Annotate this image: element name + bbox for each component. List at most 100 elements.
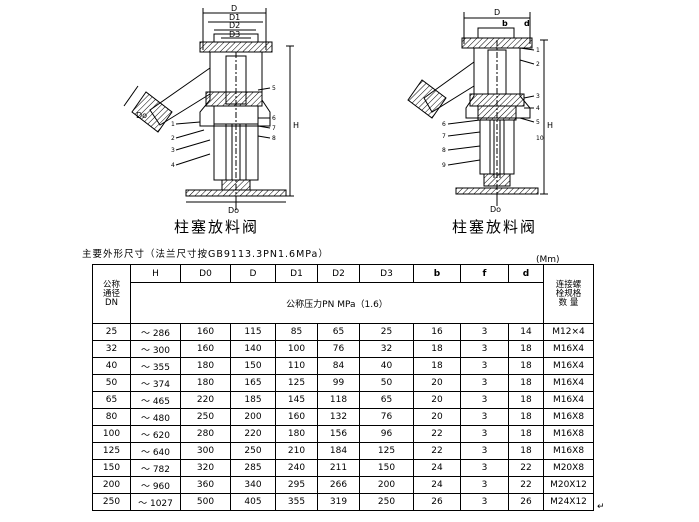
table-title: 主要外形尺寸（法兰尺寸按GB9113.3PN1.6MPa） [82,249,329,260]
cell-f: 3 [460,357,509,375]
left-valve-drawing [123,8,294,210]
cell-b: 20 [413,408,461,426]
table-header-row: 公称 通径 DN H D0 D D1 D2 D3 b f d 连接螺 栓规格 数… [92,264,594,324]
header-dn-line-2: 通径 [102,288,120,299]
part-number-1-right: 1 [536,47,540,54]
part-number-3-right: 3 [536,93,540,100]
cell-D2: 76 [317,340,360,358]
cell-D3: 65 [359,391,414,409]
part-number-7-left: 7 [272,125,276,132]
cell-b: 26 [413,493,461,511]
cell-D3: 25 [359,323,414,341]
cell-D: 340 [230,476,276,494]
cell-f: 3 [460,476,509,494]
cell-dn: 250 [92,493,131,511]
header-dn: 公称 通径 DN [92,264,131,324]
cell-d: 18 [508,425,544,443]
header-bolt-line-2: 栓规格 [555,288,582,299]
cell-b: 20 [413,374,461,392]
cell-H: ～ 300 [130,340,181,358]
cell-D0: 160 [180,323,231,341]
header-pressure: 公称压力PN MPa（1.6） [130,282,544,324]
cell-f: 3 [460,374,509,392]
cell-bolts: M16X4 [543,357,594,375]
part-number-5-left: 5 [272,85,276,92]
cell-D2: 65 [317,323,360,341]
header-b: b [413,264,461,283]
header-bolt-line-3: 数 量 [558,297,579,308]
cell-D3: 96 [359,425,414,443]
cell-D: 140 [230,340,276,358]
cell-f: 3 [460,323,509,341]
header-H: H [130,264,181,283]
cell-D0: 300 [180,442,231,460]
cell-D0: 220 [180,391,231,409]
cell-D: 150 [230,357,276,375]
header-dn-line-3: DN [105,297,118,308]
cell-D1: 145 [275,391,318,409]
cell-dn: 150 [92,459,131,477]
cell-H: ～ 286 [130,323,181,341]
cell-f: 3 [460,459,509,477]
cell-d: 26 [508,493,544,511]
cell-D2: 156 [317,425,360,443]
cell-D3: 125 [359,442,414,460]
dim-label-Do-right: Do [490,205,501,214]
cell-D3: 50 [359,374,414,392]
cell-D3: 32 [359,340,414,358]
cell-D1: 240 [275,459,318,477]
part-number-8-right: 8 [442,147,446,154]
cell-d: 18 [508,340,544,358]
cell-bolts: M16X4 [543,391,594,409]
cell-bolts: M16X8 [543,425,594,443]
cell-f: 3 [460,408,509,426]
header-d: d [508,264,544,283]
cell-D0: 250 [180,408,231,426]
part-number-5-right: 5 [536,119,540,126]
cell-b: 18 [413,357,461,375]
cell-dn: 125 [92,442,131,460]
cell-D0: 280 [180,425,231,443]
dim-label-d-right: d [524,19,530,28]
cell-D1: 160 [275,408,318,426]
cell-f: 3 [460,391,509,409]
cell-D2: 99 [317,374,360,392]
header-D: D [230,264,276,283]
cell-D3: 76 [359,408,414,426]
cell-bolts: M24X12 [543,493,594,511]
cell-H: ～ 465 [130,391,181,409]
cell-H: ～ 782 [130,459,181,477]
cell-dn: 80 [92,408,131,426]
cell-D2: 84 [317,357,360,375]
cell-D1: 180 [275,425,318,443]
cell-D2: 132 [317,408,360,426]
dim-label-D3-left: D3 [229,30,240,39]
cell-f: 3 [460,493,509,511]
dim-label-H-right: H [547,121,553,130]
part-number-1-left: 1 [171,121,175,128]
cell-d: 18 [508,408,544,426]
part-number-6-right: 6 [442,121,446,128]
part-number-7-right: 7 [442,133,446,140]
cell-D1: 110 [275,357,318,375]
cell-D: 220 [230,425,276,443]
part-number-10-right: 10 [536,135,544,142]
dim-label-D2-left: D2 [229,21,240,30]
header-D1: D1 [275,264,318,283]
part-number-6-left: 6 [272,115,276,122]
cell-dn: 100 [92,425,131,443]
header-D2: D2 [317,264,360,283]
cell-dn: 25 [92,323,131,341]
cell-D: 185 [230,391,276,409]
cell-D1: 85 [275,323,318,341]
cell-D: 285 [230,459,276,477]
cell-bolts: M16X4 [543,340,594,358]
